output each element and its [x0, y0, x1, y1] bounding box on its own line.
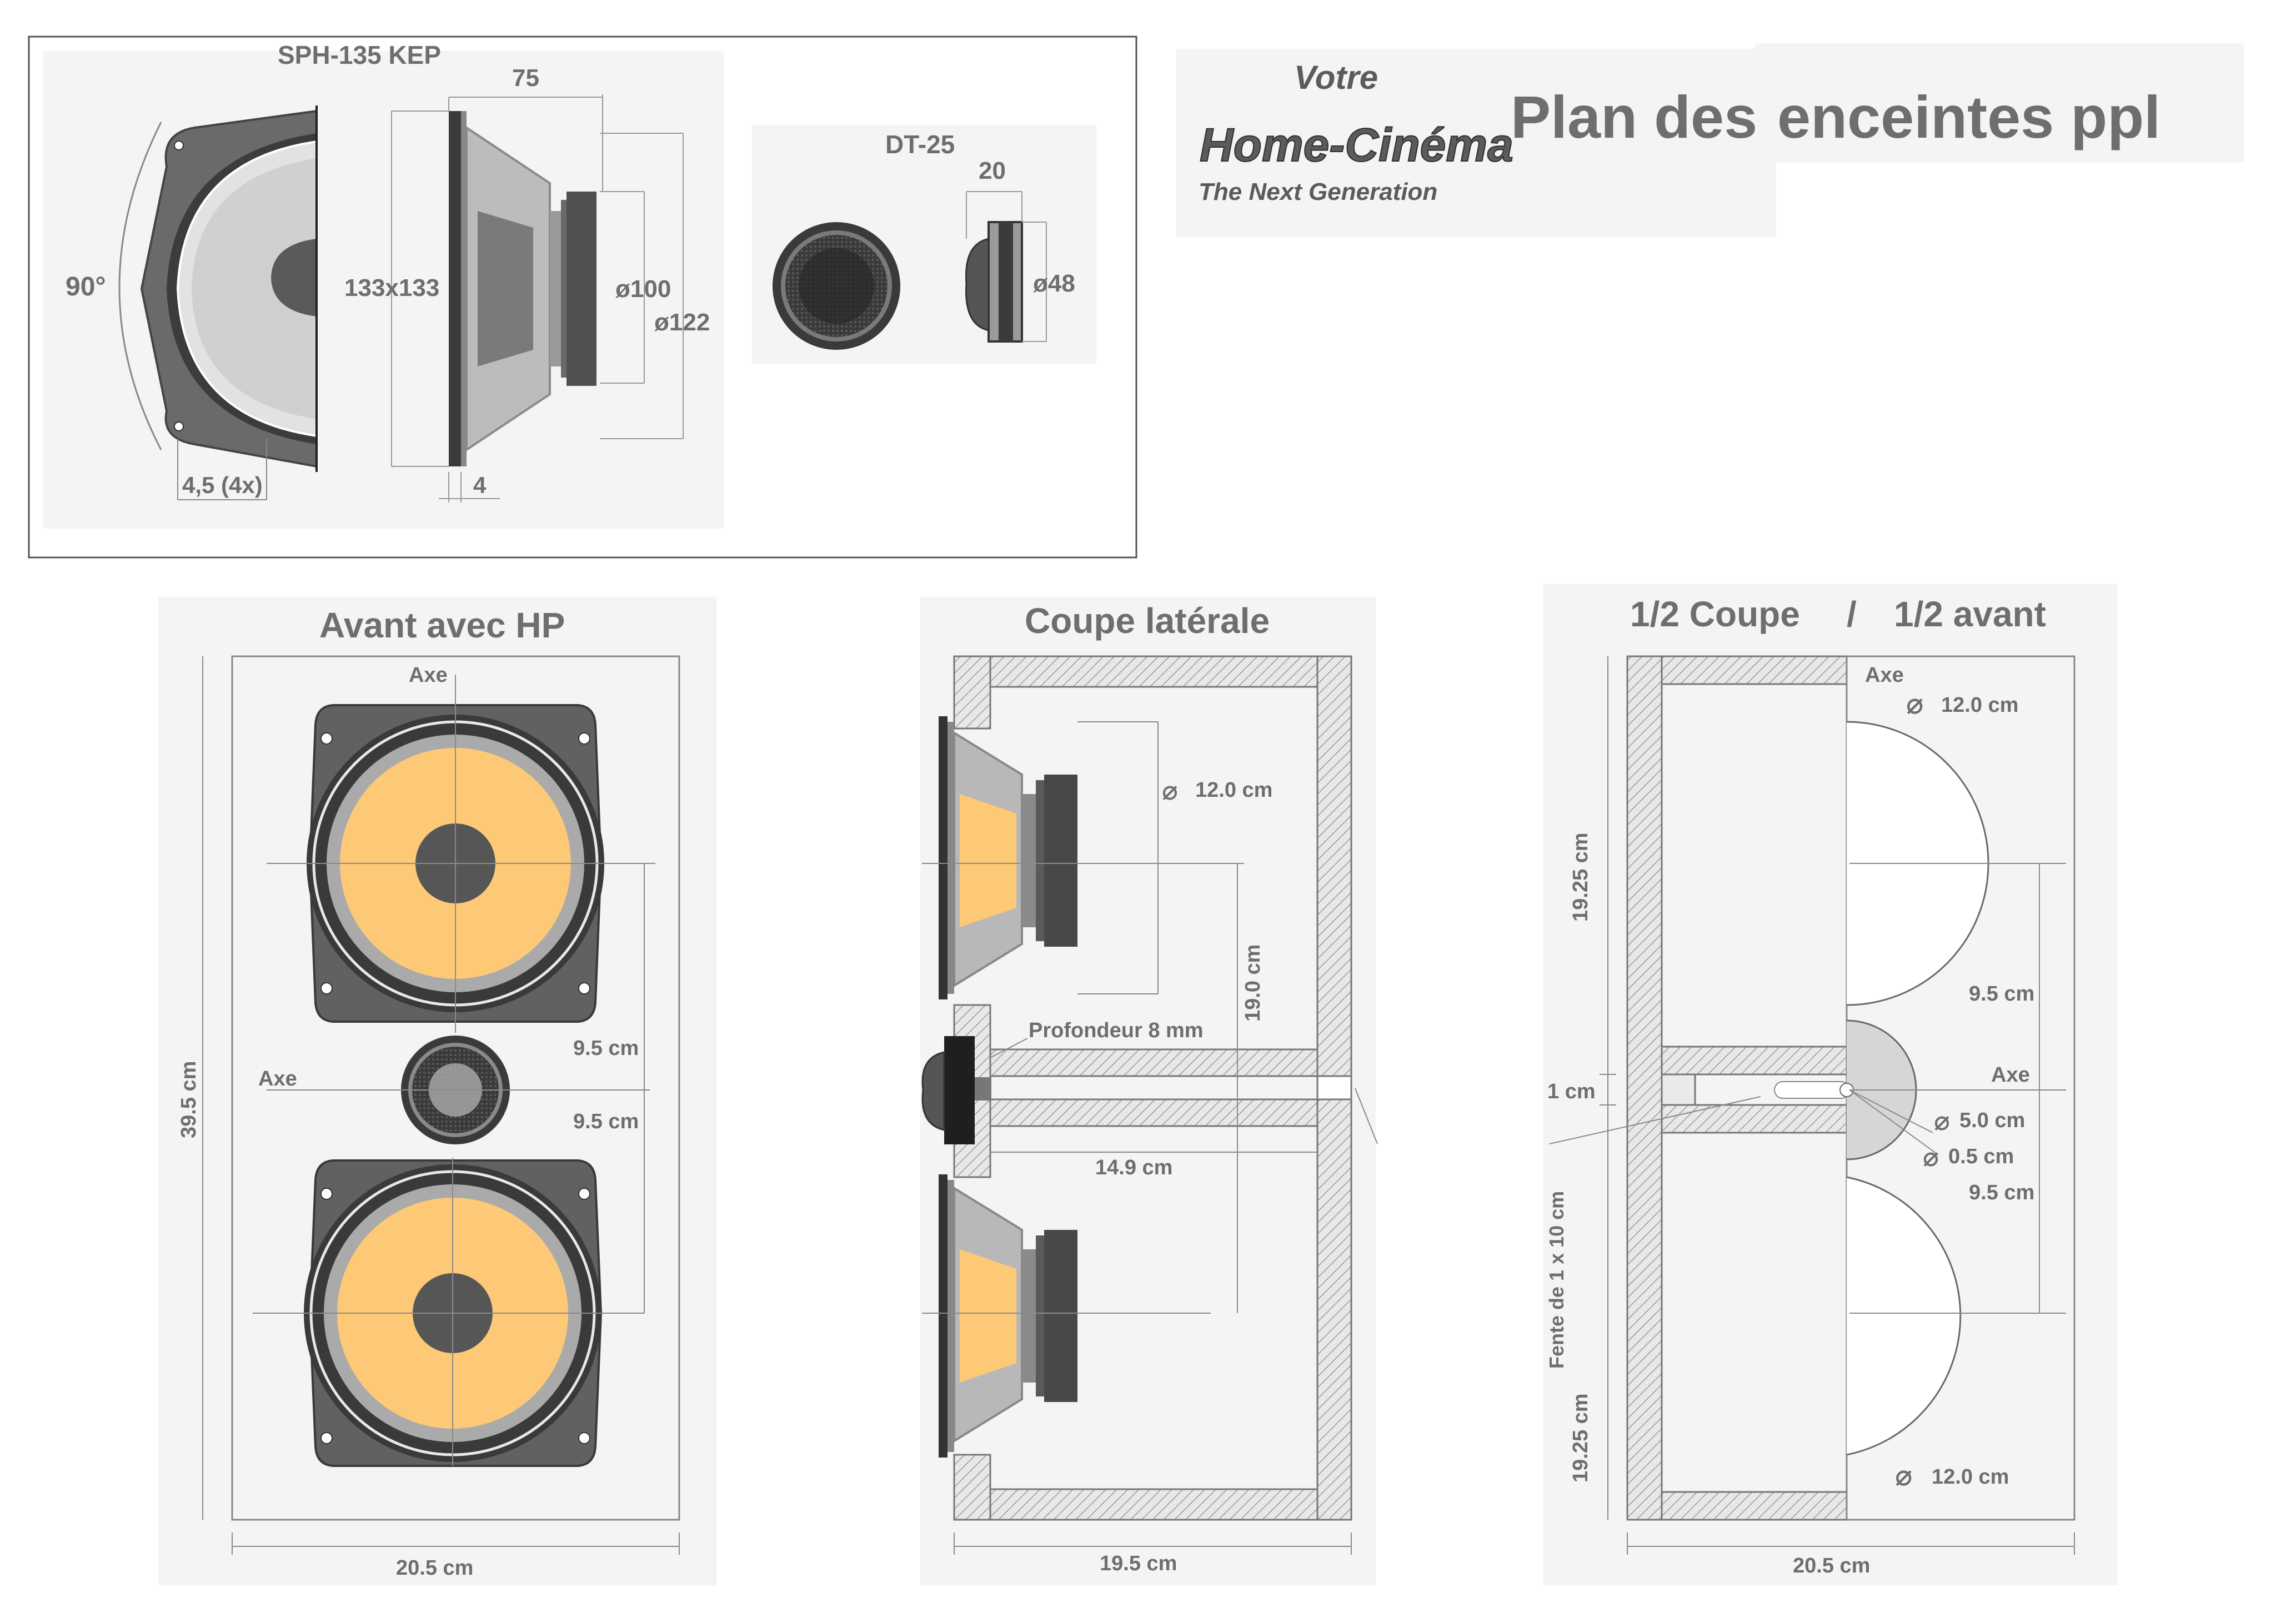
side-port-length-label: 14.9 cm: [1095, 1156, 1172, 1179]
front-gap-top-label: 9.5 cm: [573, 1037, 639, 1060]
svg-text:Home-Cinéma: Home-Cinéma: [1200, 119, 1513, 171]
woofer-flange-label: 4: [473, 472, 487, 498]
front-width-label: 20.5 cm: [396, 1556, 473, 1580]
half-hole-dia-symbol: ⌀: [1923, 1143, 1939, 1172]
woofer-d100-label: ø100: [615, 275, 671, 303]
woofer-holes-label: 4,5 (4x): [182, 472, 263, 498]
woofer-angle-label: 90°: [66, 272, 106, 302]
side-driver-dia-label: 12.0 cm: [1195, 778, 1272, 802]
half-cabinet-walls: [1626, 655, 1850, 1521]
tweeter-model-name: DT-25: [885, 130, 955, 159]
half-view-title-separator: /: [1847, 594, 1857, 634]
front-axe-top-label: Axe: [409, 664, 448, 687]
half-gap-top-label: 9.5 cm: [1969, 982, 2034, 1006]
side-width-label: 19.5 cm: [1100, 1552, 1177, 1575]
half-tweeter-dia-symbol: ⌀: [1934, 1107, 1950, 1136]
half-width-label: 20.5 cm: [1793, 1554, 1870, 1577]
tweeter-depth-label: 20: [979, 157, 1006, 184]
half-section-view: 1/2 Coupe / 1/2 avant: [1543, 584, 2118, 1585]
front-height-label: 39.5 cm: [177, 1061, 200, 1138]
svg-text:Votre: Votre: [1294, 59, 1378, 96]
half-dia-top-symbol: ⌀: [1906, 688, 1923, 720]
woofer-d122-label: ø122: [654, 309, 710, 336]
tweeter-front: [773, 222, 900, 350]
side-cabinet-walls: [953, 655, 1352, 1521]
half-bottom-half-label: 19.25 cm: [1569, 1393, 1592, 1483]
side-view-title: Coupe latérale: [1025, 601, 1270, 641]
half-hole-dia-label: 0.5 cm: [1948, 1145, 2014, 1168]
side-depth-note-label: Profondeur 8 mm: [1029, 1019, 1204, 1042]
half-dimension-lines: [1549, 656, 2075, 1555]
side-section-view: Coupe latérale: [920, 597, 1378, 1585]
half-dia-bottom-symbol: ⌀: [1895, 1460, 1912, 1492]
side-woofer-top: [939, 716, 1077, 999]
front-axe-mid-label: Axe: [258, 1067, 297, 1091]
side-spacing-label: 19.0 cm: [1241, 944, 1265, 1022]
page-title-part1: Plan des: [1511, 83, 1757, 150]
svg-text:The Next Generation: The Next Generation: [1199, 178, 1437, 205]
header-title-bg: [1755, 43, 2244, 163]
half-dia-top-label: 12.0 cm: [1941, 694, 2018, 717]
brand-logo: Votre Home-Cinéma The Next Generation: [1199, 59, 1514, 205]
front-view: Avant avec HP: [158, 597, 716, 1585]
front-dimension-lines: [202, 656, 680, 1555]
side-tweeter: [921, 1036, 991, 1144]
woofer-front-half: [118, 105, 318, 500]
woofer-size-label: 133x133: [344, 274, 439, 302]
half-view-title-left: 1/2 Coupe: [1630, 594, 1800, 634]
woofer-depth-label: 75: [512, 64, 539, 92]
half-axe-top-label: Axe: [1865, 664, 1904, 687]
woofer-side-profile: [391, 94, 684, 503]
driver-spec-panel: SPH-135 KEP 90° 4,5 (4x): [28, 36, 1137, 559]
half-gap-bottom-label: 9.5 cm: [1969, 1181, 2034, 1204]
front-view-title: Avant avec HP: [319, 605, 565, 645]
header-bg: [1176, 49, 1776, 238]
half-slot-height-label: 1 cm: [1547, 1080, 1596, 1103]
side-dimension-lines: [922, 721, 1378, 1555]
header-area: Votre Home-Cinéma The Next Generation Pl…: [1176, 43, 2244, 238]
half-top-half-label: 19.25 cm: [1569, 832, 1592, 922]
page-title-part2: enceintes ppl: [1777, 83, 2160, 150]
woofer-model-name: SPH-135 KEP: [278, 41, 441, 69]
tweeter-diameter-label: ø48: [1033, 270, 1075, 297]
half-view-title-right: 1/2 avant: [1894, 594, 2046, 634]
side-woofer-bottom: [939, 1174, 1077, 1458]
front-gap-bottom-label: 9.5 cm: [573, 1110, 639, 1133]
side-dia-symbol: ⌀: [1162, 776, 1178, 806]
half-axe-mid-label: Axe: [1991, 1063, 2030, 1087]
tweeter-side: [965, 191, 1047, 343]
half-dia-bottom-label: 12.0 cm: [1932, 1465, 2009, 1489]
half-tweeter-dia-label: 5.0 cm: [1959, 1109, 2025, 1132]
half-slot-label: Fente de 1 x 10 cm: [1545, 1191, 1568, 1369]
